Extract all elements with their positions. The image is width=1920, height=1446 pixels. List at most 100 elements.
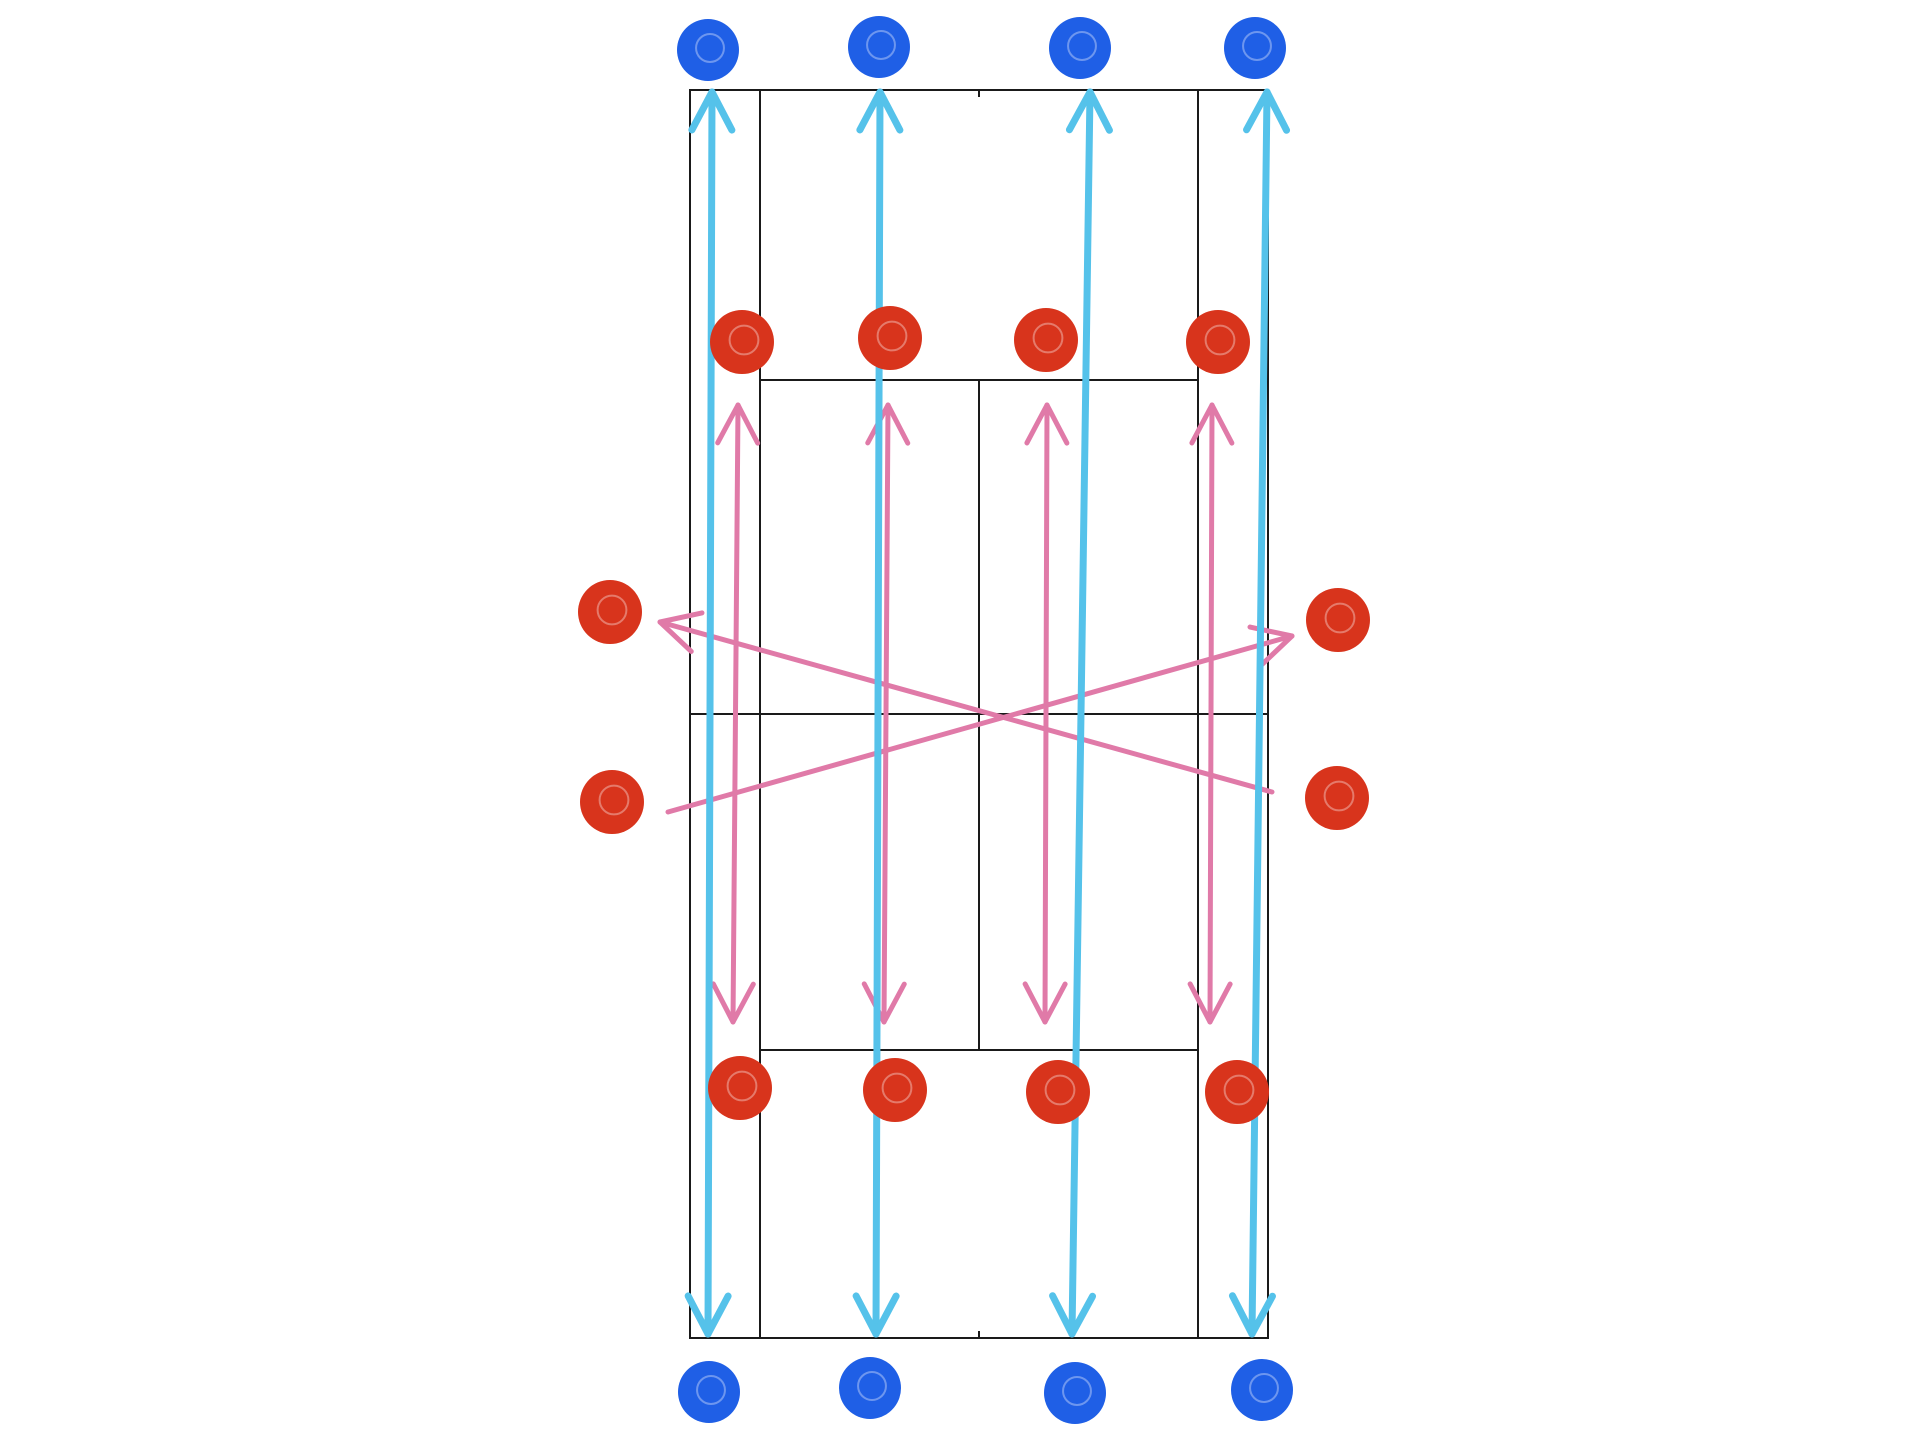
player-marker-fill [678,1361,740,1423]
player-marker-swirl [1204,324,1236,356]
player-marker-fill [1306,588,1370,652]
movement-routes [657,88,1295,1338]
route-arrowhead-end [1187,981,1233,1025]
route-arrowhead-start [856,88,904,134]
route-arrowhead-end [1228,1292,1276,1338]
player-marker-fill [580,770,644,834]
inner-player-marker-4 [1186,310,1250,374]
player-marker-fill [848,16,910,78]
player-marker-swirl [696,1375,726,1405]
outer-player-marker-1 [677,19,739,81]
player-marker-swirl [1032,322,1064,354]
route-arrowhead-start [865,402,911,446]
player-marker-fill [578,580,642,644]
outer-lane-route-2 [852,88,904,1338]
outer-player-marker-4 [1224,17,1286,79]
route-shaft [657,619,1275,795]
outer-player-marker-2 [848,16,910,78]
outer-player-marker-5 [678,1361,740,1423]
player-marker-fill [858,306,922,370]
outer-player-marker-6 [839,1357,901,1419]
player-marker-swirl [1044,1074,1076,1106]
route-arrowhead-end [861,981,907,1025]
route-arrowhead-end [852,1292,900,1338]
player-marker-swirl [866,30,896,60]
inner-lane-route-2 [861,402,911,1025]
route-shaft [881,402,891,1025]
player-marker-swirl [1062,1376,1092,1406]
player-marker-fill [1231,1359,1293,1421]
route-arrowhead-end [684,1292,732,1338]
outer-player-marker-8 [1231,1359,1293,1421]
route-arrowhead-end [710,981,756,1025]
route-arrowhead-start [715,402,761,446]
player-marker-swirl [695,33,725,63]
player-marker-swirl [1242,31,1272,61]
player-marker-fill [1014,308,1078,372]
player-marker-fill [1186,310,1250,374]
route-shaft [872,88,884,1338]
player-marker-fill [1044,1362,1106,1424]
player-marker-swirl [1223,1074,1255,1106]
route-arrowhead-end [657,610,705,654]
route-arrowhead-end [1049,1292,1097,1338]
player-marker-swirl [1249,1373,1279,1403]
player-marker-swirl [1067,31,1097,61]
player-marker-swirl [596,594,628,626]
player-marker-swirl [876,320,908,352]
route-arrowhead-start [1189,402,1235,446]
inner-player-marker-5 [578,580,642,644]
player-marker-swirl [881,1072,913,1104]
player-markers [578,16,1370,1424]
route-shaft [1042,402,1050,1025]
inner-lane-route-3 [1022,402,1070,1025]
inner-player-marker-2 [858,306,922,370]
inner-player-marker-12 [1205,1060,1269,1124]
outer-lane-route-1 [684,88,736,1338]
player-marker-swirl [728,324,760,356]
player-marker-fill [710,310,774,374]
badminton-court [689,89,1269,1339]
route-arrowhead-start [1024,402,1070,446]
inner-player-marker-1 [710,310,774,374]
player-marker-fill [839,1357,901,1419]
player-marker-swirl [598,784,630,816]
player-marker-fill [1049,17,1111,79]
route-shaft [1248,88,1271,1338]
player-marker-swirl [1324,602,1356,634]
player-marker-swirl [1323,780,1355,812]
inner-lane-route-1 [710,402,761,1025]
route-shaft [1207,402,1215,1025]
inner-player-marker-8 [1305,766,1369,830]
player-marker-fill [863,1058,927,1122]
route-arrowhead-start [688,88,736,134]
outer-player-marker-7 [1044,1362,1106,1424]
inner-player-marker-10 [863,1058,927,1122]
route-arrowhead-start [1243,88,1291,134]
outer-lane-route-4 [1228,88,1291,1338]
player-marker-fill [1026,1060,1090,1124]
route-shaft [704,88,716,1338]
player-marker-fill [1224,17,1286,79]
player-marker-fill [1305,766,1369,830]
player-marker-fill [1205,1060,1269,1124]
route-shaft [1068,88,1094,1338]
player-marker-swirl [857,1371,887,1401]
player-marker-swirl [726,1070,758,1102]
route-arrowhead-start [1065,88,1113,134]
player-marker-fill [677,19,739,81]
outer-player-marker-3 [1049,17,1111,79]
outer-lane-route-3 [1049,88,1113,1338]
player-marker-fill [708,1056,772,1120]
inner-lane-route-4 [1187,402,1235,1025]
route-shaft [730,402,741,1025]
inner-player-marker-3 [1014,308,1078,372]
cross-route-right-to-left [657,610,1275,795]
route-shaft [665,633,1295,815]
inner-player-marker-9 [708,1056,772,1120]
route-arrowhead-end [1022,981,1068,1025]
inner-player-marker-11 [1026,1060,1090,1124]
inner-player-marker-6 [1306,588,1370,652]
